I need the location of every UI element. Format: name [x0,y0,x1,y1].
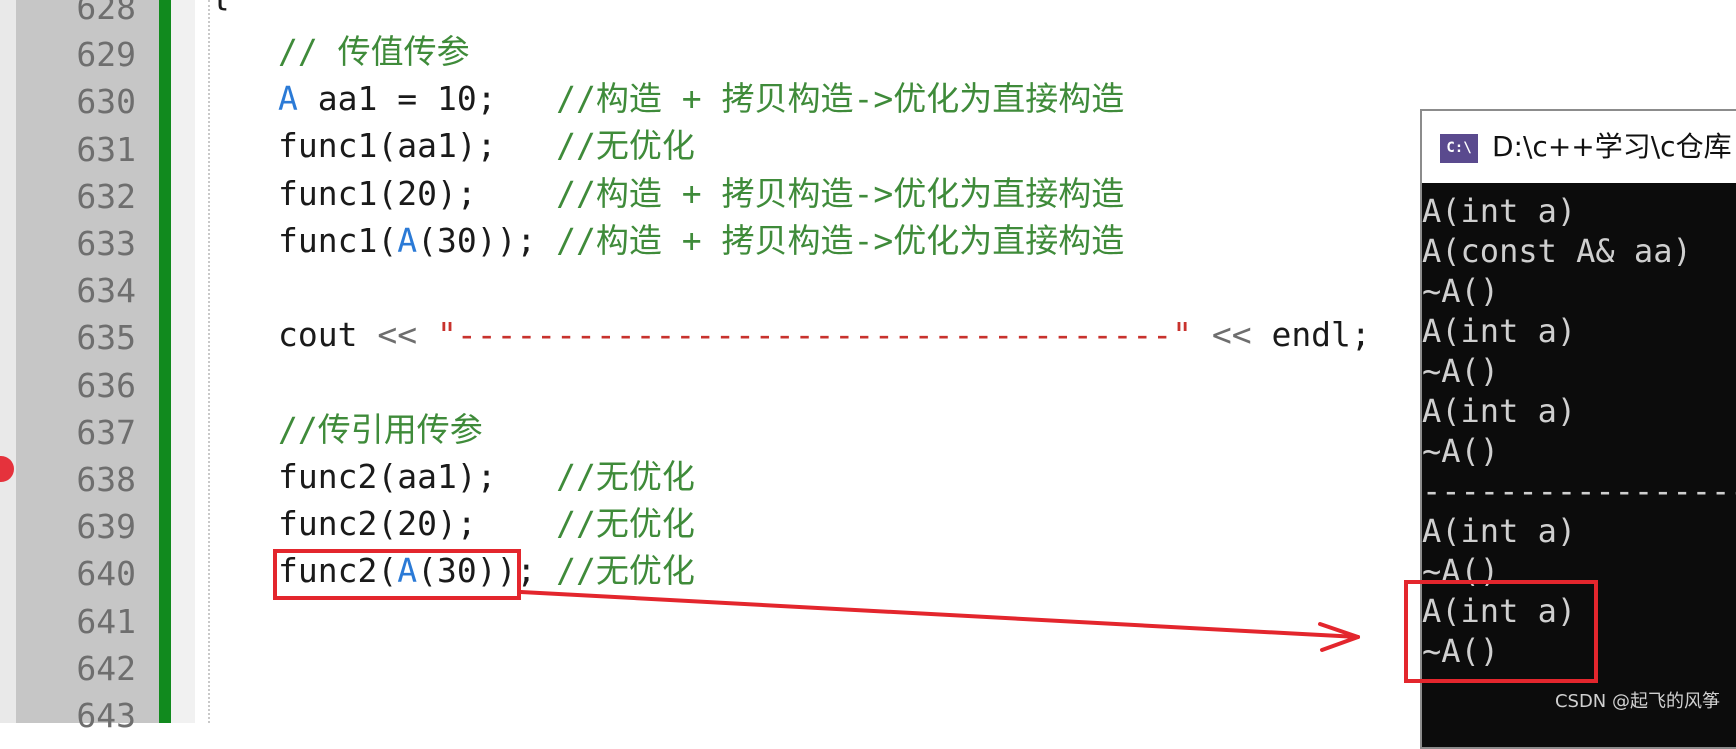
code-line: cout << "-------------------------------… [278,313,1371,357]
line-number: 631 [76,129,136,169]
code-token: << [377,315,418,355]
code-comment: //构造 + 拷贝构造->优化为直接构造 [556,173,1125,213]
line-number: 633 [76,224,136,263]
change-tracking-bar [159,0,171,723]
code-token: func1(20); [278,173,557,213]
console-line: ~A() [1422,352,1500,390]
line-number-gutter: 628 629 630 631 632 633 634 635 636 637 638 639 640 6… [16,0,159,735]
console-line: A(int a) [1422,392,1577,430]
console-line: A(const A& aa) [1422,232,1692,270]
line-number: 642 [76,648,136,688]
console-line: ~A() [1422,432,1500,470]
console-line: A(int a) [1422,192,1577,230]
console-line: ~A() [1422,632,1500,670]
console-line: ~A() [1422,272,1500,310]
code-token: func2( [278,551,398,591]
code-comment: //无优化 [556,456,695,496]
line-number: 629 [76,35,136,75]
line-number: 641 [76,601,136,641]
code-comment: // 传值传参 [278,32,470,71]
console-output: A(int a)A(const A& aa)~A()A(int a)~A()A(… [1422,183,1736,743]
line-number: 632 [76,176,136,216]
console-title: D:\c++学习\c仓库 [1492,130,1732,163]
code-line: func1(aa1); //无优化 [278,124,695,168]
code-token: func1( [278,220,398,260]
code-string: "------------------------------------" [436,315,1192,355]
code-type: A [397,220,418,260]
code-line: func1(20); //构造 + 拷贝构造->优化为直接构造 [278,172,1124,216]
code-comment: //构造 + 拷贝构造->优化为直接构造 [556,220,1125,260]
watermark: CSDN @起飞的风筝 [1554,691,1720,712]
highlight-box-console [1404,580,1598,683]
console-line: A(int a) [1422,312,1577,350]
code-comment: //构造 + 拷贝构造->优化为直接构造 [556,79,1125,119]
console-line: A(int a) [1422,512,1577,550]
console-line: ------------------------ [1422,472,1736,510]
code-token: (30)); [417,551,557,591]
code-token: aa1 = 10; [297,79,557,119]
code-token: func2(aa1); [278,456,557,496]
code-brace: { [210,0,230,16]
console-titlebar[interactable]: C:\ D:\c++学习\c仓库 [1422,111,1736,183]
line-number: 636 [76,365,136,405]
line-number: 635 [76,318,136,358]
highlight-box-code [273,549,521,600]
line-number: 628 [76,0,136,27]
code-comment: //无优化 [556,551,695,591]
annotation-arrow [519,590,1360,652]
code-type: A [397,551,418,591]
line-number: 630 [76,82,136,122]
code-token: (30)); [417,220,557,260]
code-token: << [1211,315,1252,355]
line-number: 637 [76,412,136,452]
code-line: func2(aa1); //无优化 [278,455,695,499]
code-token: func1(aa1); [278,126,557,166]
code-comment: //无优化 [556,504,695,543]
console-window[interactable]: C:\ D:\c++学习\c仓库 A(int a)A(const A& aa)~… [1420,109,1736,749]
console-line: A(int a) [1422,592,1577,630]
code-line: //传引用传参 [278,408,483,452]
editor-margin [171,0,195,723]
code-comment: //无优化 [556,126,695,166]
code-line: func1(A(30)); //构造 + 拷贝构造->优化为直接构造 [278,219,1124,263]
code-line: func2(20); //无优化 [278,502,695,546]
code-token: endl; [1251,315,1371,355]
breakpoint-icon[interactable] [0,456,14,482]
code-type: A [278,79,298,119]
console-icon: C:\ [1440,134,1478,163]
code-line: // 传值传参 [278,30,470,74]
line-number: 639 [76,507,136,547]
indent-guide [208,0,210,723]
code-line: A aa1 = 10; //构造 + 拷贝构造->优化为直接构造 [278,77,1124,121]
editor-left-strip [0,0,16,723]
code-token: func2(20); [278,504,557,543]
code-comment: //传引用传参 [278,409,483,449]
code-token: cout [278,315,378,355]
line-number: 640 [76,554,136,594]
line-number: 634 [76,271,136,311]
code-line: func2(A(30)); //无优化 [278,549,695,593]
line-number: 638 [76,460,136,499]
